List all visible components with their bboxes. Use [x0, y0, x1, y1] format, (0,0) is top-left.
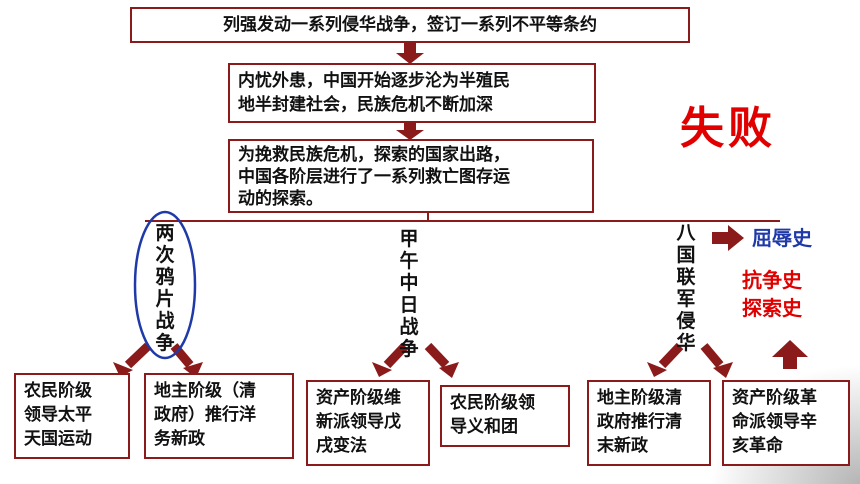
right-arrow: [712, 225, 744, 251]
outcome-late-qing-reform: 地主阶级清 政府推行清 末新政: [587, 380, 711, 466]
box-semi-colonial: 内忧外患，中国开始逐步沦为半殖民 地半封建社会，民族危机不断加深: [228, 63, 596, 123]
outcome-self-strengthening: 地主阶级（清 政府）推行洋 务新政: [144, 373, 294, 459]
box-national-salvation: 为挽救民族危机，探索的国家出路， 中国各阶层进行了一系列救亡图存运 动的探索。: [228, 139, 594, 213]
branch-sino-japanese-war: 甲午中日战争: [399, 228, 419, 360]
failure-label: 失败: [680, 103, 776, 154]
fork-arrow-2-right: [424, 342, 450, 369]
fork-arrow-1-right: [170, 343, 194, 368]
highlight-ellipse: [133, 210, 197, 360]
down-arrow-1: [396, 41, 424, 64]
fork-arrow-3-right: [700, 343, 724, 368]
fork-arrow-3-left: [658, 342, 684, 369]
outcome-hundred-days-reform: 资产阶级维 新派领导戊 戌变法: [306, 380, 430, 466]
fork-arrow-2-left: [383, 342, 409, 369]
branch-opium-wars: 两次鸦片战争: [155, 222, 175, 354]
outcome-boxer: 农民阶级领 导义和团: [440, 385, 570, 447]
humiliation-history-label: 屈辱史: [752, 226, 812, 250]
fork-arrow-1-left: [124, 342, 152, 369]
box-unequal-treaties: 列强发动一系列侵华战争，签订一系列不平等条约: [130, 7, 690, 43]
outcome-xinhai-revolution: 资产阶级革 命派领导辛 亥革命: [722, 380, 850, 466]
outcome-taiping: 农民阶级 领导太平 天国运动: [14, 373, 130, 459]
struggle-exploration-label: 抗争史 探索史: [742, 268, 802, 320]
down-arrow-2: [396, 122, 424, 140]
branch-eight-nation-alliance: 八国联军侵华: [676, 222, 696, 354]
